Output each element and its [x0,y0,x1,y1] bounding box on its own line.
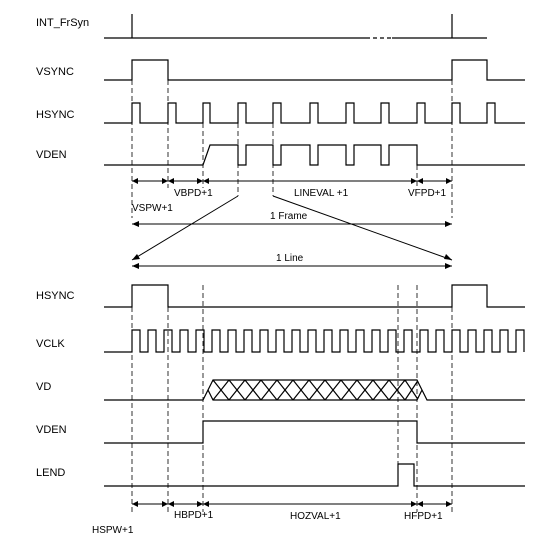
line-dimension-arrow [132,263,452,269]
int-frsyn-waveform [104,14,487,39]
vbpd-label: VBPD+1 [174,188,213,199]
frame-label: 1 Frame [270,211,308,222]
bottom-guide-lines [131,285,453,512]
frame-dimension-arrow [132,221,452,227]
hfpd-label: HFPD+1 [404,511,443,522]
top-dimension-arrows [132,178,452,184]
hsync-bottom-waveform [104,284,525,308]
vd-waveform [104,379,525,401]
vclk-waveform [104,329,525,353]
label-vden-top: VDEN [36,149,67,161]
vsync-waveform [104,59,525,81]
lineval-label: LINEVAL +1 [294,188,349,199]
hspw-label: HSPW+1 [92,525,134,536]
vden-top-waveform [104,144,525,166]
bottom-dimension-arrows [132,501,452,507]
label-vclk: VCLK [36,338,65,350]
label-lend: LEND [36,467,65,479]
top-guide-lines [131,80,453,218]
label-vden-bottom: VDEN [36,424,67,436]
lend-waveform [104,463,525,487]
label-vd: VD [36,381,51,393]
label-hsync-bottom: HSYNC [36,290,75,302]
hsync-top-waveform [104,102,525,124]
zoom-lines [131,195,453,261]
label-hsync-top: HSYNC [36,109,75,121]
hbpd-label: HBPD+1 [174,510,214,521]
vfpd-label: VFPD+1 [408,188,447,199]
label-vsync: VSYNC [36,66,74,78]
label-int-frsyn: INT_FrSyn [36,17,89,29]
vspw-label: VSPW+1 [132,203,173,214]
vden-bottom-waveform [104,420,525,444]
hozval-label: HOZVAL+1 [290,511,341,522]
line-label: 1 Line [276,253,304,264]
